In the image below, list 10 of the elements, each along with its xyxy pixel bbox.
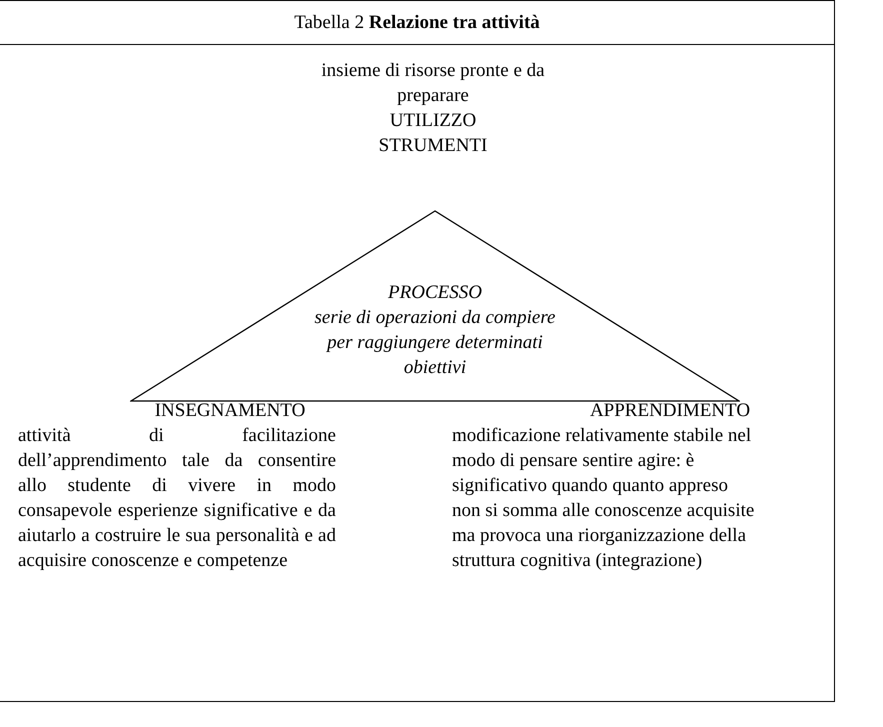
resources-text: insieme di risorse pronte e da preparare (320, 59, 546, 108)
description-text: modificazione relativamente stabile nel modo di pensare sentire agire: è significativo quando quanto appreso non si somma alle conoscenze acquisite ma provoca una riorganizzazione della struttura cognitiva (integrazione) (452, 424, 756, 573)
corner-heading: UTILIZZO STRUMENTI (378, 109, 488, 158)
table-title: Tabella 2 Relazione tra attività (293, 11, 541, 35)
corner-heading: INSEGNAMENTO (154, 399, 306, 423)
process-description: serie di operazioni da compiere per raggiungere determinati obiettivi (314, 306, 556, 380)
description-text: attività di facilitazione dell’apprendimento tale da consentire allo studente di vivere in modo consapevole esperienze significative e da aiutarlo a costruire le sua personalità e ad acquisire conoscenze e competenze (18, 424, 336, 573)
corner-heading: APPRENDIMENTO (588, 399, 752, 423)
process-heading: PROCESSO (387, 281, 483, 305)
process-triangle (130, 210, 740, 402)
